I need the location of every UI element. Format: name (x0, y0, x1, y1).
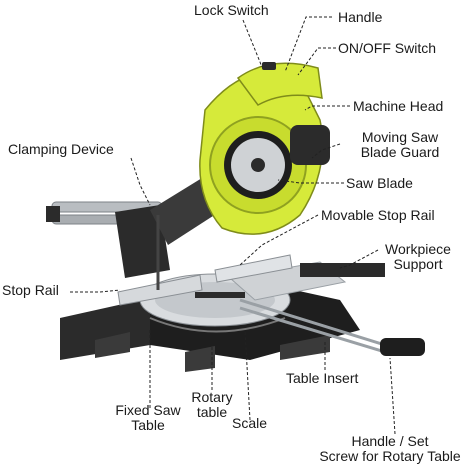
leader-handle (284, 16, 332, 73)
label-on-off-switch: ON/OFF Switch (338, 40, 437, 56)
stop-rail (117, 254, 293, 306)
leader-stop-rail (70, 289, 121, 293)
label-machine-head: Machine Head (353, 98, 444, 114)
machine-head (199, 71, 330, 235)
on-off-switch (262, 62, 276, 70)
label-handle: Handle (338, 9, 383, 25)
label-saw-blade: Saw Blade (346, 175, 413, 191)
label-moving-saw-blade-guard: Moving Saw Blade Guard (360, 129, 440, 160)
leader-machine-head (304, 105, 350, 111)
leader-saw-blade (277, 179, 344, 184)
label-lock-switch: Lock Switch (194, 2, 269, 18)
label-movable-stop-rail: Movable Stop Rail (321, 207, 435, 223)
label-fixed-saw-table: Fixed Saw Table (115, 402, 181, 433)
leader-handle-set (389, 357, 396, 435)
leader-lock-switch (242, 19, 263, 68)
label-workpiece-support: Workpiece Support (385, 241, 451, 272)
motor-housing (290, 125, 330, 165)
leader-on-off (297, 47, 336, 76)
table-insert-slot (195, 292, 245, 298)
label-clamping-device: Clamping Device (8, 141, 114, 157)
label-stop-rail: Stop Rail (2, 282, 59, 298)
leader-workpiece-support (339, 249, 379, 269)
rotary-lock-handle (380, 338, 425, 356)
leader-scale (244, 329, 251, 421)
scale-arc (149, 317, 286, 333)
workpiece-support-plate (300, 263, 385, 277)
label-rotary-table: Rotary table (191, 389, 233, 420)
handle (236, 62, 323, 106)
leader-movable-stop-rail (239, 214, 319, 266)
label-table-insert: Table Insert (286, 370, 359, 386)
label-handle-set-screw: Handle / Set Screw for Rotary Table (319, 433, 461, 464)
leader-clamping-device (130, 157, 151, 206)
sliding-extension (228, 261, 425, 356)
leader-blade-guard (311, 143, 341, 159)
label-scale: Scale (232, 415, 268, 431)
